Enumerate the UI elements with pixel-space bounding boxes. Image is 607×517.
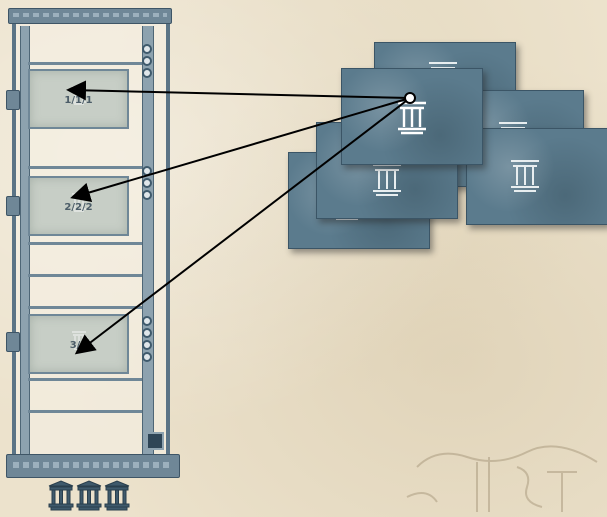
- arrow-to-slot-2: [74, 98, 410, 197]
- arrow-origin-marker: [405, 93, 415, 103]
- temple-icon: [49, 481, 73, 510]
- temple-icon: [105, 481, 129, 510]
- arrow-to-slot-1: [70, 90, 410, 98]
- temple-pieces: [47, 480, 131, 512]
- temple-icon: [77, 481, 101, 510]
- arrow-to-slot-3: [78, 98, 410, 352]
